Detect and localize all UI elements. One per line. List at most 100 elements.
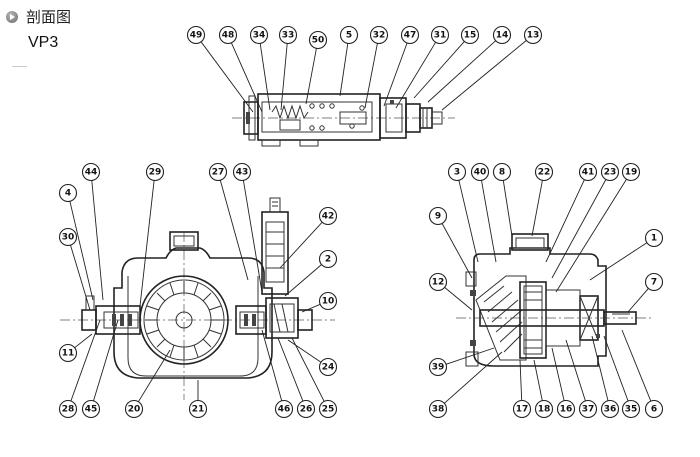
callout-front-part-43: 43	[232, 162, 263, 293]
leader-line	[565, 339, 586, 402]
part-number-label: 9	[435, 212, 441, 222]
callout-circle	[644, 228, 664, 248]
callout-circle	[274, 399, 294, 419]
callout-circle	[58, 399, 78, 419]
leader-line	[427, 40, 497, 103]
callout-circle	[512, 399, 532, 419]
callout-circle	[369, 25, 389, 45]
part-number-label: 16	[560, 405, 573, 415]
section-title: 剖面图	[26, 8, 72, 26]
leader-line	[445, 347, 495, 365]
callout-circle	[318, 291, 338, 311]
leader-line	[287, 339, 322, 363]
callout-side-part-23: 23	[551, 162, 620, 279]
leader-line	[219, 180, 249, 281]
leader-line	[277, 337, 304, 402]
leader-line	[259, 43, 271, 111]
callout-circle	[188, 399, 208, 419]
callout-circle	[578, 162, 598, 182]
part-number-label: 49	[190, 31, 203, 41]
callout-side-part-8: 8	[492, 162, 513, 237]
leader-line	[589, 242, 648, 281]
callout-top-part-48: 48	[218, 25, 263, 113]
callout-top-part-32: 32	[364, 25, 389, 109]
part-number-label: 41	[582, 168, 595, 178]
part-number-label: 21	[192, 405, 205, 415]
side-view-drawing	[456, 233, 652, 367]
leader-line	[413, 41, 465, 99]
callout-circle	[58, 227, 78, 247]
callout-side-part-9: 9	[428, 206, 473, 279]
callout-side-part-22: 22	[531, 162, 554, 237]
callout-front-part-28: 28	[58, 319, 101, 419]
callout-front-part-2: 2	[284, 249, 338, 297]
callout-circle	[644, 272, 664, 292]
callout-circle	[249, 25, 269, 45]
part-number-label: 25	[322, 405, 335, 415]
part-number-label: 3	[454, 168, 460, 178]
part-number-label: 23	[604, 168, 617, 178]
callout-circle	[447, 162, 467, 182]
leader-line	[502, 180, 513, 237]
callout-side-part-19: 19	[555, 162, 641, 293]
part-number-label: 34	[253, 31, 266, 41]
callout-side-part-36: 36	[591, 335, 620, 419]
callout-circle	[492, 162, 512, 182]
callout-top-part-33: 33	[278, 25, 298, 111]
callout-top-part-50: 50	[305, 30, 328, 105]
callout-circle	[621, 162, 641, 182]
callout-circle	[218, 25, 238, 45]
callout-circle	[278, 25, 298, 45]
leader-line	[242, 180, 263, 293]
callout-top-part-14: 14	[427, 25, 512, 103]
part-number-label: 6	[651, 405, 657, 415]
callout-circle	[124, 399, 144, 419]
leader-line	[93, 319, 119, 402]
callout-side-part-41: 41	[545, 162, 598, 263]
divider	[12, 66, 27, 67]
callout-circle	[534, 399, 554, 419]
callout-front-part-29: 29	[139, 162, 165, 307]
part-number-label: 8	[499, 168, 505, 178]
leader-line	[339, 43, 349, 97]
part-number-label: 39	[432, 363, 445, 373]
leader-line	[138, 349, 171, 402]
callout-circle	[428, 272, 448, 292]
part-number-label: 22	[538, 168, 551, 178]
callout-circle	[296, 399, 316, 419]
leader-line	[545, 179, 585, 263]
callout-circle	[470, 162, 490, 182]
callout-front-part-26: 26	[277, 337, 316, 419]
part-number-label: 37	[582, 405, 595, 415]
callout-circle	[430, 25, 450, 45]
leader-line	[551, 347, 565, 401]
callout-front-part-21: 21	[188, 380, 208, 419]
part-number-label: 5	[346, 31, 352, 41]
leader-line	[301, 303, 321, 313]
part-number-label: 14	[496, 31, 509, 41]
callout-circle	[400, 25, 420, 45]
part-number-label: 35	[625, 405, 638, 415]
callout-circle	[81, 162, 101, 182]
callout-side-part-1: 1	[589, 228, 664, 281]
leader-line	[91, 180, 104, 301]
callout-circle	[600, 162, 620, 182]
part-number-label: 43	[236, 168, 249, 178]
callout-circle	[428, 357, 448, 377]
callout-circle	[318, 206, 338, 226]
leader-line	[444, 287, 473, 311]
callout-side-part-38: 38	[428, 351, 503, 419]
part-number-label: 27	[212, 168, 225, 178]
callout-front-part-24: 24	[287, 339, 338, 377]
callout-front-part-27: 27	[208, 162, 249, 281]
callout-side-part-7: 7	[627, 272, 664, 313]
leader-line	[284, 264, 322, 297]
front-view-drawing	[60, 197, 335, 400]
leader-line	[441, 40, 527, 111]
leader-line	[280, 43, 288, 111]
part-number-label: 10	[322, 297, 335, 307]
part-number-label: 20	[128, 405, 141, 415]
leader-line	[139, 180, 155, 307]
leader-line	[74, 333, 93, 349]
